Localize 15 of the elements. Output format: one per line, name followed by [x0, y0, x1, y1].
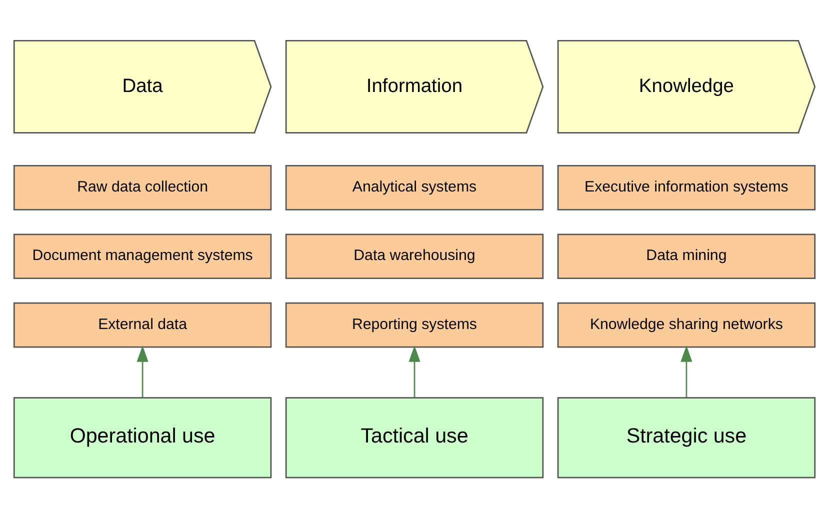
node-box: Reporting systems — [285, 302, 544, 348]
arrow — [680, 344, 692, 397]
node-box: Document management systems — [13, 233, 272, 279]
arrow — [408, 344, 420, 397]
node-box: Executive information systems — [557, 164, 816, 210]
node-box: Strategic use — [557, 396, 816, 478]
arrow — [136, 344, 148, 397]
node-box: Knowledge sharing networks — [557, 302, 816, 348]
node-box: Raw data collection — [13, 164, 272, 210]
node-box: Tactical use — [285, 396, 544, 478]
node-box: Operational use — [13, 396, 272, 478]
node-box: External data — [13, 302, 272, 348]
node-box: Data mining — [557, 233, 816, 279]
node-box: Analytical systems — [285, 164, 544, 210]
node-box: Data warehousing — [285, 233, 544, 279]
